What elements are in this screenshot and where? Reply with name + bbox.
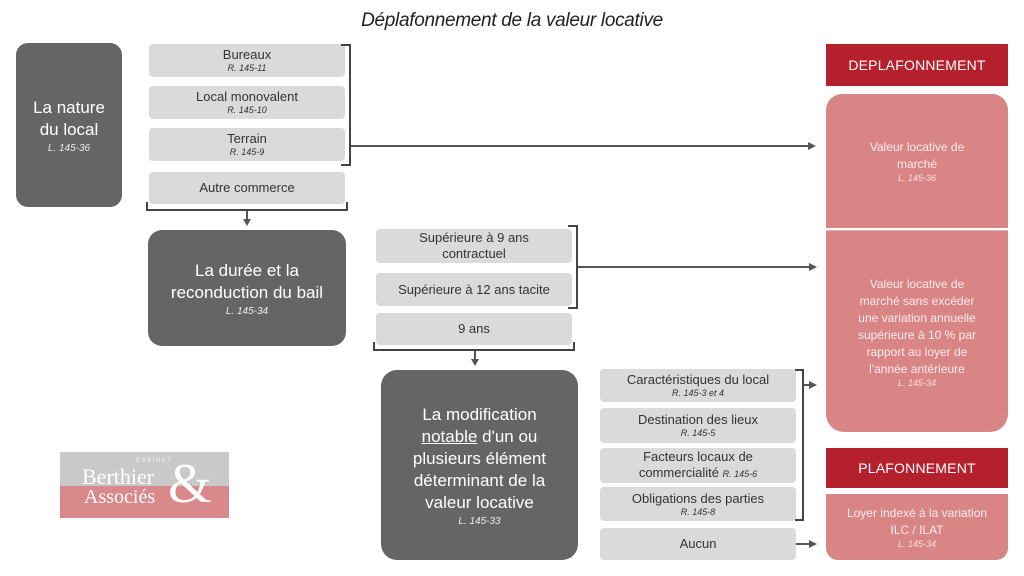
option-ref: R. 145-11 — [227, 63, 267, 73]
modif-line5: valeur locative — [425, 492, 534, 512]
option-ref: R. 145-6 — [722, 469, 758, 479]
modif-line3: plusieurs élément — [412, 448, 547, 468]
plafonnement-header: PLAFONNEMENT — [826, 448, 1008, 488]
option-caracteristiques-du-local: Caractéristiques du local R. 145-3 et 4 — [600, 369, 796, 402]
deplafonnement-header: DEPLAFONNEMENT — [826, 44, 1008, 86]
option-9-ans: 9 ans — [376, 313, 572, 345]
option-ref: R. 145-8 — [680, 506, 716, 517]
modif-notable: notable — [421, 426, 478, 446]
arrow-line-aucun — [796, 543, 810, 545]
option-label: Destination des lieux — [638, 412, 758, 427]
arrow-line-nature — [351, 145, 809, 147]
result-text: Loyer indexé à la variation — [846, 506, 988, 520]
duree-line2: reconduction du bail — [170, 282, 324, 302]
result-text: supérieure à 10 % par — [857, 327, 977, 342]
result-loyer-indexe: Loyer indexé à la variation ILC / ILAT L… — [826, 494, 1008, 560]
result-text: marché sans excéder — [859, 293, 975, 308]
arrowhead-nature — [808, 142, 816, 150]
result-text: rapport au loyer de — [866, 344, 968, 359]
arrow-line-duree — [578, 266, 810, 268]
arrow-line-modif — [804, 384, 810, 386]
option-label: Caractéristiques du local — [626, 372, 770, 387]
option-label: Facteurs locaux de — [643, 449, 753, 464]
option-label: Terrain — [227, 131, 267, 146]
result-ref: L. 145-34 — [897, 377, 937, 388]
option-bureaux: Bureaux R. 145-11 — [149, 44, 345, 77]
option-label: Aucun — [679, 536, 717, 551]
option-terrain: Terrain R. 145-9 — [149, 128, 345, 161]
logo-bottom-band — [60, 486, 229, 518]
option-label: Obligations des parties — [631, 490, 765, 506]
nature-line2: du local — [39, 119, 99, 139]
result-text: Valeur locative de — [869, 276, 965, 291]
arrowhead-duree — [809, 263, 817, 271]
option-label: Bureaux — [222, 47, 272, 62]
arrowhead-down-2 — [471, 359, 479, 366]
block-duree-du-bail: La durée et la reconduction du bail L. 1… — [148, 230, 346, 346]
logo-name-2: Associés — [84, 486, 156, 508]
option-autre-commerce: Autre commerce — [149, 172, 345, 204]
logo-ampersand: & — [168, 453, 212, 515]
option-label: Supérieure à 9 ans — [419, 230, 529, 245]
result-text: Valeur locative de — [869, 140, 965, 154]
result-ref: L. 145-34 — [897, 539, 937, 549]
arrowhead-down-1 — [243, 219, 251, 226]
modif-line2: notable d'un ou — [422, 426, 538, 448]
arrow-line-down-2 — [474, 351, 476, 360]
logo-berthier-associes: CABINET Berthier Associés & — [60, 452, 229, 518]
modif-line2-rest: d'un ou — [477, 426, 538, 446]
result-text: une variation annuelle — [858, 310, 976, 325]
block-modification-notable: La modification notable d'un ou plusieur… — [381, 370, 578, 560]
option-ref: R. 145-10 — [227, 105, 267, 115]
duree-line1: La durée et la — [195, 260, 299, 280]
arrow-line-down-1 — [246, 211, 248, 220]
arrowhead-aucun — [809, 540, 817, 548]
result-valeur-marche: Valeur locative de marché L. 145-36 — [826, 94, 1008, 228]
nature-line1: La nature — [33, 97, 105, 117]
bracket-nature-bottom — [146, 202, 348, 211]
option-aucun: Aucun — [600, 528, 796, 560]
result-text: l'année antérieure — [869, 361, 965, 376]
result-valeur-marche-plafonnee: Valeur locative de marché sans excéder u… — [826, 230, 1008, 432]
option-label: Supérieure à 12 ans tacite — [398, 281, 550, 297]
arrowhead-modif — [809, 381, 817, 389]
option-local-monovalent: Local monovalent R. 145-10 — [149, 86, 345, 119]
bracket-duree-bottom — [373, 342, 575, 351]
modif-ref: L. 145-33 — [458, 515, 501, 527]
result-text: marché — [896, 157, 937, 171]
logo-small-text: CABINET — [136, 458, 173, 464]
option-label-line2: commercialité R. 145-6 — [639, 465, 757, 482]
diagram-title: Déplafonnement de la valeur locative — [361, 10, 663, 31]
option-obligations-des-parties: Obligations des parties R. 145-8 — [600, 487, 796, 521]
option-ref: R. 145-3 et 4 — [671, 388, 725, 398]
bracket-duree-right — [568, 225, 578, 309]
option-label: 9 ans — [458, 321, 490, 336]
option-label: Local monovalent — [196, 89, 298, 104]
result-ref: L. 145-36 — [897, 173, 937, 183]
bracket-modif-right — [795, 369, 804, 521]
option-facteurs-locaux: Facteurs locaux de commercialité R. 145-… — [600, 448, 796, 483]
option-superieure-9-ans: Supérieure à 9 ans contractuel — [376, 229, 572, 263]
block-nature-du-local: La nature du local L. 145-36 — [16, 43, 122, 207]
option-label: contractuel — [442, 246, 506, 261]
result-text: ILC / ILAT — [890, 523, 944, 537]
logo-top-band — [60, 452, 229, 486]
bracket-nature-right — [341, 44, 351, 166]
option-ref: R. 145-9 — [229, 147, 265, 157]
option-label: commercialité — [638, 465, 720, 480]
option-destination-des-lieux: Destination des lieux R. 145-5 — [600, 408, 796, 443]
option-ref: R. 145-5 — [680, 428, 716, 438]
modif-line4: déterminant de la — [413, 470, 546, 490]
option-label: Autre commerce — [199, 180, 295, 195]
option-superieure-12-ans: Supérieure à 12 ans tacite — [376, 273, 572, 306]
duree-ref: L. 145-34 — [225, 305, 269, 317]
nature-ref: L. 145-36 — [47, 142, 91, 154]
modif-line1: La modification — [422, 404, 537, 424]
logo-name-1: Berthier — [82, 464, 155, 489]
